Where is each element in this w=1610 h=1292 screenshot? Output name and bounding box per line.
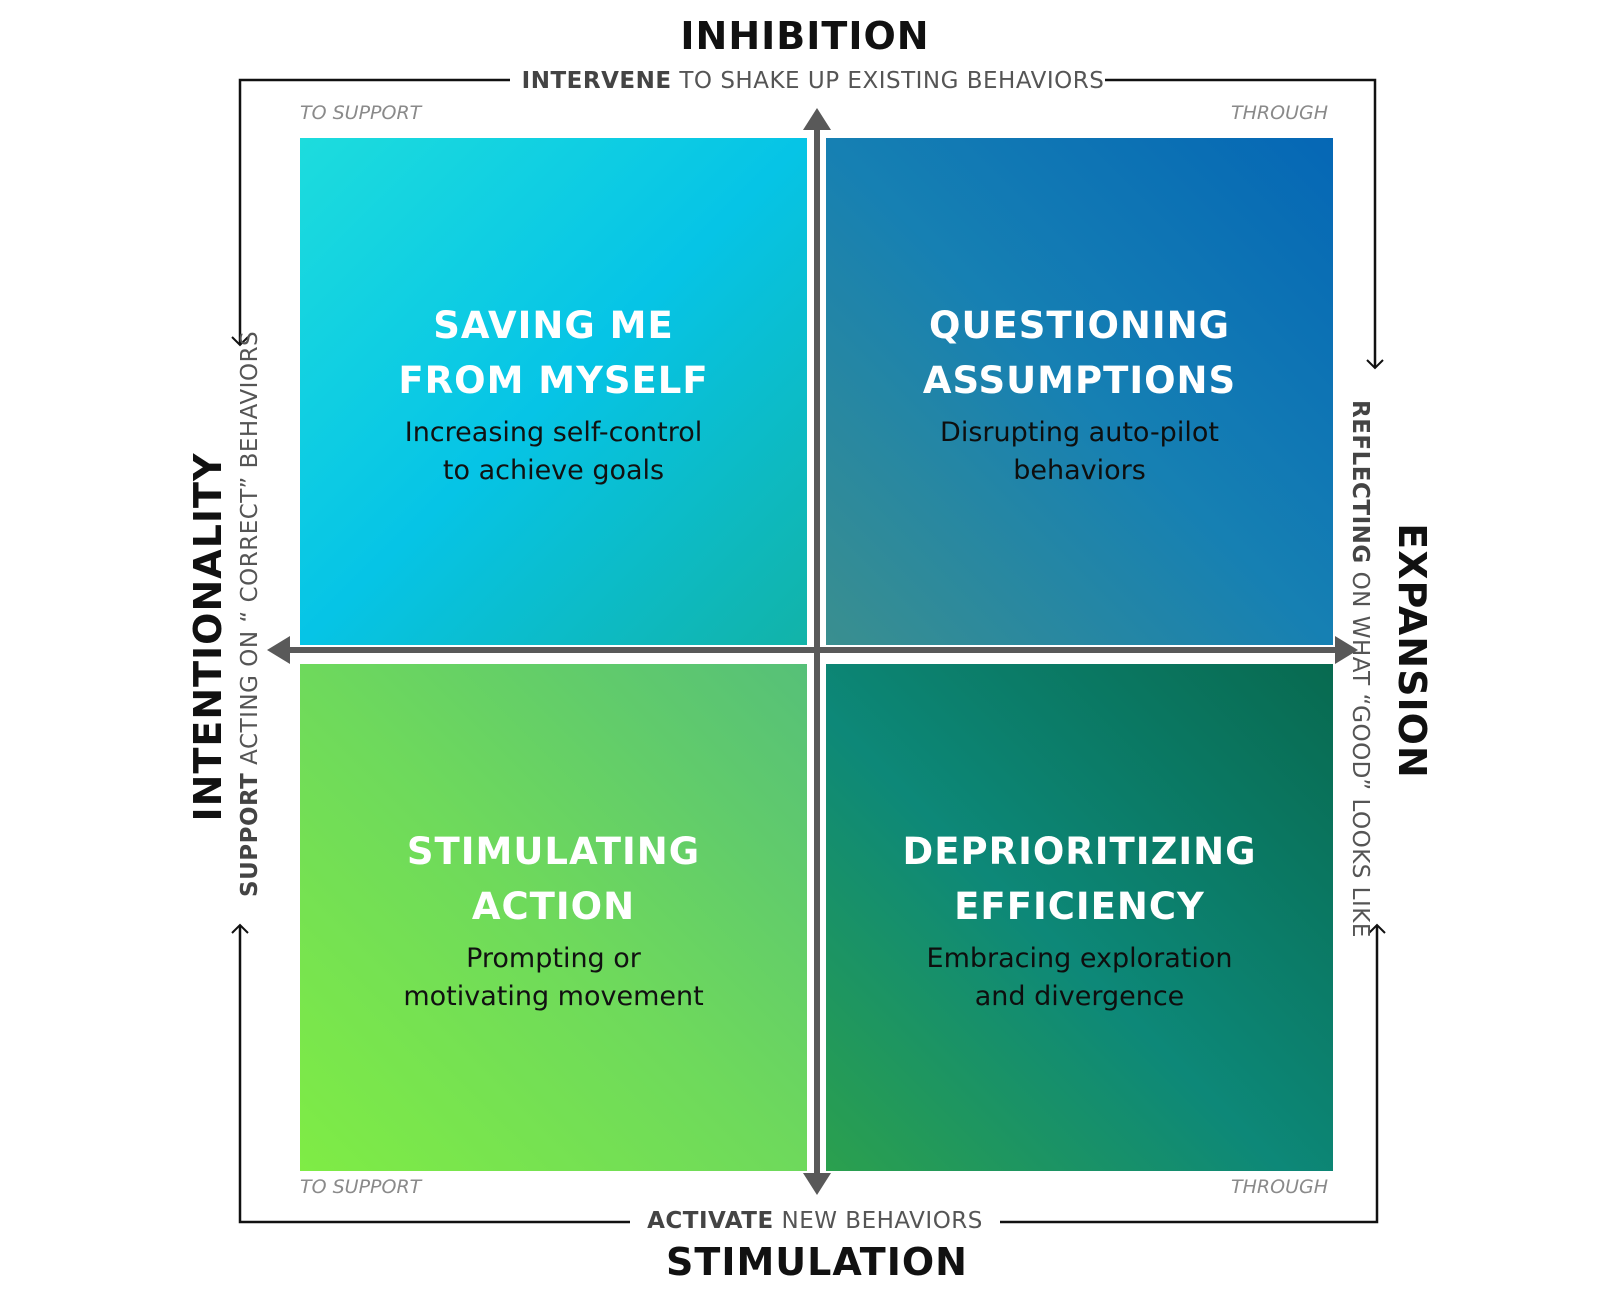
quadrant-top-right: QUESTIONING ASSUMPTIONS Disrupting auto-… [826, 138, 1333, 645]
quadrant-description-line: Prompting or [466, 943, 641, 974]
quadrant-description: Increasing self-control to achieve goals [300, 414, 807, 490]
left-axis-title-text: INTENTIONALITY [186, 452, 230, 822]
right-axis-subtitle: REFLECTING ON WHAT “GOOD” LOOKS LIKE [1345, 400, 1375, 938]
quadrant-bottom-right: DEPRIORITIZING EFFICIENCY Embracing expl… [826, 664, 1333, 1171]
quadrant-description-line: Embracing exploration [926, 943, 1233, 974]
left-axis-subtitle-rest: ACTING ON “ CORRECT” BEHAVIORS [237, 330, 263, 773]
quadrant-top-left: SAVING ME FROM MYSELF Increasing self-co… [300, 138, 807, 645]
quadrant-bottom-left: STIMULATING ACTION Prompting or motivati… [300, 664, 807, 1171]
quadrant-title: SAVING ME [433, 304, 674, 347]
right-axis-subtitle-bold: REFLECTING [1347, 400, 1373, 564]
quadrant-description-line: motivating movement [403, 981, 704, 1012]
top-axis-subtitle-rest: TO SHAKE UP EXISTING BEHAVIORS [671, 68, 1105, 94]
quadrant-description: Prompting or motivating movement [300, 940, 807, 1016]
bottom-axis-subtitle: ACTIVATE NEW BEHAVIORS [0, 1208, 1610, 1234]
bottom-axis-title-text: STIMULATION [666, 1240, 968, 1284]
quadrant-title: ACTION [471, 885, 636, 928]
quadrant-title: EFFICIENCY [954, 885, 1205, 928]
quadrant-title: FROM MYSELF [398, 359, 709, 402]
top-axis-title-text: INHIBITION [680, 14, 930, 58]
right-axis-title-text: EXPANSION [1390, 523, 1434, 779]
corner-label-bottom-right: THROUGH [1231, 1176, 1328, 1198]
arrow-down-icon [803, 1173, 831, 1195]
quadrant-title: ASSUMPTIONS [922, 359, 1237, 402]
left-axis-title: INTENTIONALITY [185, 427, 231, 847]
corner-label-top-right: THROUGH [1231, 102, 1328, 124]
top-bracket [231, 78, 1384, 370]
left-axis-subtitle-bold: SUPPORT [237, 772, 263, 897]
quadrant-description-line: Increasing self-control [404, 417, 703, 448]
quadrant-description-line: Disrupting auto-pilot [940, 417, 1219, 448]
arrow-up-icon [803, 108, 831, 130]
bottom-axis-subtitle-rest: NEW BEHAVIORS [773, 1208, 983, 1234]
quadrant-description: Disrupting auto-pilot behaviors [826, 414, 1333, 490]
quadrant-title: DEPRIORITIZING [902, 830, 1257, 873]
quadrant-description-line: behaviors [1013, 455, 1146, 486]
quadrant-description: Embracing exploration and divergence [826, 940, 1333, 1016]
corner-label-top-left: TO SUPPORT [300, 102, 422, 124]
arrow-right-icon [1335, 636, 1358, 664]
quadrant-title: STIMULATING [406, 830, 701, 873]
central-axes [267, 108, 1358, 1195]
right-axis-subtitle-rest: ON WHAT “GOOD” LOOKS LIKE [1347, 563, 1373, 938]
bottom-bracket [231, 923, 1386, 1224]
arrow-left-icon [267, 636, 290, 664]
quadrant-description-line: to achieve goals [442, 455, 665, 486]
top-axis-subtitle-bold: INTERVENE [521, 68, 672, 94]
bottom-axis-title: STIMULATION [0, 1240, 1610, 1284]
left-axis-subtitle: SUPPORT ACTING ON “ CORRECT” BEHAVIORS [235, 331, 265, 897]
bottom-axis-subtitle-bold: ACTIVATE [647, 1208, 774, 1234]
top-axis-subtitle: INTERVENE TO SHAKE UP EXISTING BEHAVIORS [0, 68, 1610, 94]
right-axis-title: EXPANSION [1389, 501, 1435, 801]
quadrant-description-line: and divergence [974, 981, 1185, 1012]
quadrant-title: QUESTIONING [929, 304, 1230, 347]
corner-label-bottom-left: TO SUPPORT [300, 1176, 422, 1198]
top-axis-title: INHIBITION [0, 14, 1610, 58]
